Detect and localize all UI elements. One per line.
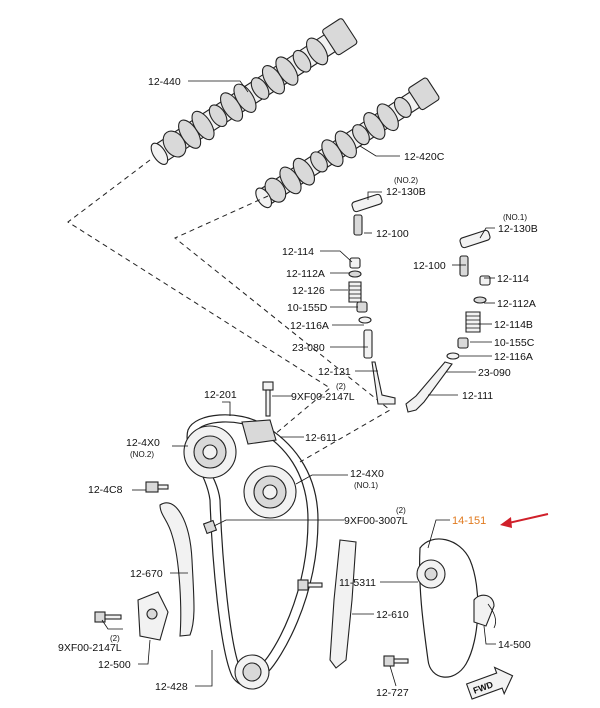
chain-guide-left [159, 502, 195, 637]
label-bolt-top-qty: (2) [336, 382, 346, 391]
label-tensioner-plate: 12-611 [305, 432, 337, 444]
label-bolt-mid-qty: (2) [396, 506, 406, 515]
vvt-actuator-no2 [183, 425, 237, 479]
label-guide-right: 23-090 [478, 367, 511, 379]
label-sprocket: 11-5311 [339, 577, 376, 589]
label-rocker-no2: 12-130B [386, 186, 426, 198]
bolt-727-icon [383, 655, 409, 667]
label-oil-pump-tensioner: 14-500 [498, 639, 531, 651]
label-rocker-no1: 12-130B [498, 223, 538, 235]
chain-guide-right [329, 539, 357, 669]
oil-pump-tensioner [473, 594, 496, 629]
label-camshaft-exhaust: 12-440 [148, 76, 181, 88]
label-chain-guide-right: 12-610 [376, 609, 409, 621]
highlight-arrow-icon [500, 513, 549, 528]
label-bolt-mid: 9XF00-3007L [344, 515, 408, 527]
dashed-line-exhaust [67, 159, 331, 441]
label-spring-left: 12-126 [292, 285, 325, 297]
label-chain-guide-left: 12-670 [130, 568, 163, 580]
tensioner-plate [241, 419, 277, 445]
valve-train-left [348, 193, 396, 405]
dashed-line-intake [174, 195, 391, 463]
label-bolt-top: 9XF00-2147L [291, 391, 355, 403]
label-vvt-no2-note: (NO.2) [130, 450, 154, 459]
label-valve-lock-right: 12-114 [497, 273, 529, 285]
label-lash-right: 12-100 [413, 260, 446, 272]
valve-train-right [405, 229, 491, 413]
label-guide-left: 23-080 [292, 342, 325, 354]
label-seat-right: 12-116A [494, 351, 533, 363]
label-vvt-no2: 12-4X0 [126, 437, 160, 449]
label-rocker-no2-note: (NO.2) [394, 176, 418, 185]
label-vvt-no1-note: (NO.1) [354, 481, 378, 490]
bolt-right-mid-icon [297, 579, 323, 591]
label-bolt-lower-qty: (2) [110, 634, 120, 643]
tensioner [137, 591, 169, 641]
label-exhaust-valve: 12-121 [318, 366, 351, 378]
bolt-lower-icon [94, 611, 122, 623]
label-crank-chain: 12-428 [155, 681, 188, 693]
label-valve-lock-left: 12-114 [282, 246, 314, 258]
label-intake-valve: 12-111 [462, 390, 493, 402]
label-oil-pump-chain: 14-151 [452, 515, 486, 527]
label-timing-chain: 12-201 [204, 389, 237, 401]
label-camshaft-intake: 12-420C [404, 151, 445, 163]
fwd-arrow-icon: FWD [465, 666, 514, 700]
camshaft-exhaust [150, 18, 358, 165]
label-bolt-lower: 9XF00-2147L [58, 642, 122, 654]
label-spring-right: 12-114B [494, 319, 533, 331]
label-vvt-no1: 12-4X0 [350, 468, 384, 480]
label-tensioner: 12-500 [98, 659, 131, 671]
label-seal-left: 10-155D [287, 302, 328, 314]
label-retainer-left: 12-112A [286, 268, 325, 280]
oil-pump-sprocket [416, 559, 446, 589]
camshaft-intake [255, 77, 440, 209]
label-retainer-right: 12-112A [497, 298, 536, 310]
bolt-top-icon [262, 381, 274, 417]
label-lash-left: 12-100 [376, 228, 409, 240]
oil-pump-chain [419, 538, 479, 678]
leader-lines [101, 80, 496, 687]
vvt-actuator-no1 [243, 465, 297, 519]
crank-sprocket [234, 654, 270, 690]
label-bolt-4c8: 12-4C8 [88, 484, 123, 496]
label-seal-right: 10-155C [494, 337, 535, 349]
label-rocker-no1-note: (NO.1) [503, 213, 527, 222]
label-seat-left: 12-116A [290, 320, 329, 332]
label-bolt-727: 12-727 [376, 687, 409, 699]
bolt-mid-icon [202, 519, 218, 535]
bolt-4c8-icon [145, 481, 169, 493]
